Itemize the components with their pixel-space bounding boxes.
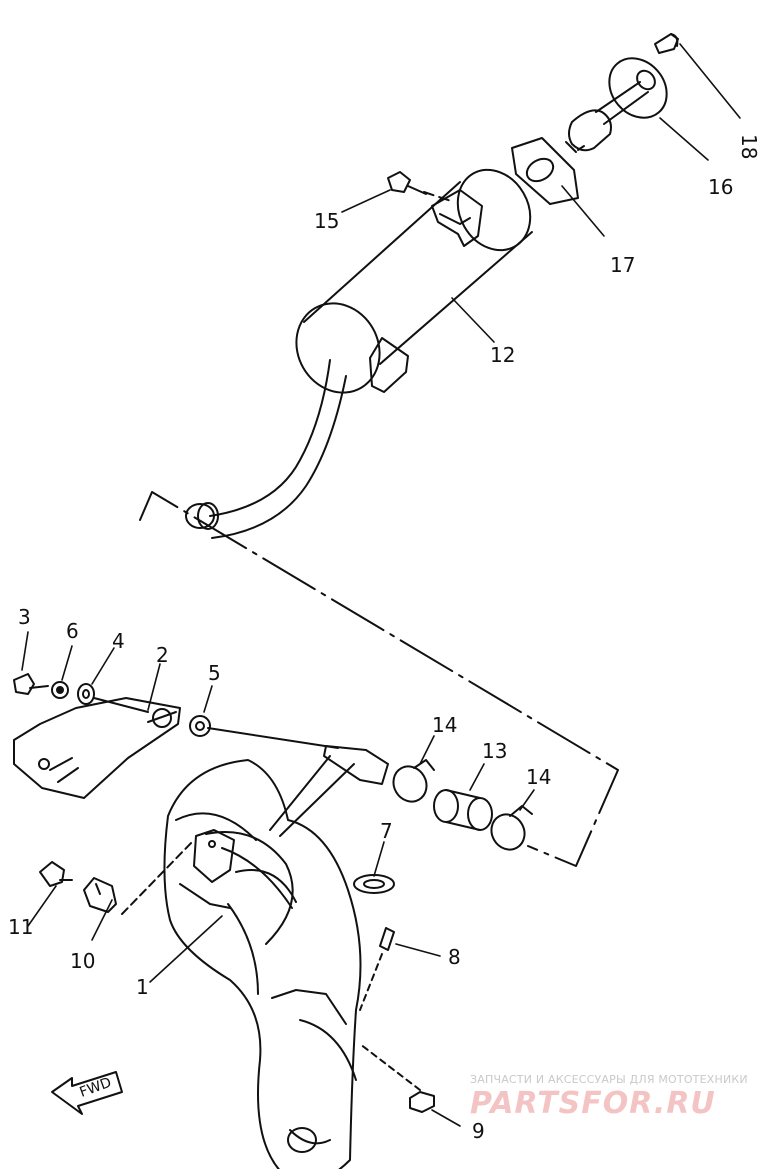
stud-8 — [379, 927, 395, 951]
label-9: 9 — [472, 1119, 485, 1143]
label-16: 16 — [708, 175, 733, 199]
bolt-3 — [13, 673, 49, 695]
label-5: 5 — [208, 661, 221, 685]
label-15: 15 — [314, 209, 339, 233]
watermark-tagline: ЗАПЧАСТИ И АКСЕССУАРЫ ДЛЯ МОТОТЕХНИКИ — [470, 1073, 748, 1086]
leader-lines — [21, 43, 741, 1127]
label-1: 1 — [136, 975, 149, 999]
bracket-2 — [13, 697, 181, 799]
label-6: 6 — [66, 619, 79, 643]
label-18: 18 — [737, 134, 761, 159]
clamp-14a — [392, 759, 435, 803]
screw-15 — [387, 171, 427, 195]
end-cap-16 — [565, 57, 668, 153]
label-8: 8 — [448, 945, 461, 969]
joint-13 — [433, 789, 493, 831]
label-14b: 14 — [526, 765, 551, 789]
label-11: 11 — [8, 915, 33, 939]
label-7: 7 — [380, 819, 393, 843]
expansion-chamber-1 — [163, 745, 389, 1169]
ring-7 — [353, 874, 395, 894]
label-4: 4 — [112, 629, 125, 653]
grommet-5 — [189, 715, 211, 737]
fwd-arrow-icon — [51, 1071, 123, 1115]
label-17: 17 — [610, 253, 635, 277]
label-12: 12 — [490, 343, 515, 367]
bolt-11 — [39, 861, 73, 887]
nut-9 — [409, 1091, 435, 1113]
screw-18 — [654, 33, 679, 54]
assembly-line — [139, 491, 619, 867]
damper-10 — [83, 877, 117, 913]
label-14a: 14 — [432, 713, 457, 737]
washer-6 — [51, 681, 69, 699]
washer-4 — [77, 683, 95, 705]
silencer-12 — [185, 168, 533, 539]
label-10: 10 — [70, 949, 95, 973]
label-3: 3 — [18, 605, 31, 629]
watermark-site: PARTSFOR.RU — [470, 1086, 716, 1121]
label-13: 13 — [482, 739, 507, 763]
gasket-17 — [511, 137, 579, 205]
label-2: 2 — [156, 643, 169, 667]
part-labels: 1 2 3 4 5 6 7 8 9 10 11 12 13 14 14 15 1… — [8, 134, 761, 1143]
